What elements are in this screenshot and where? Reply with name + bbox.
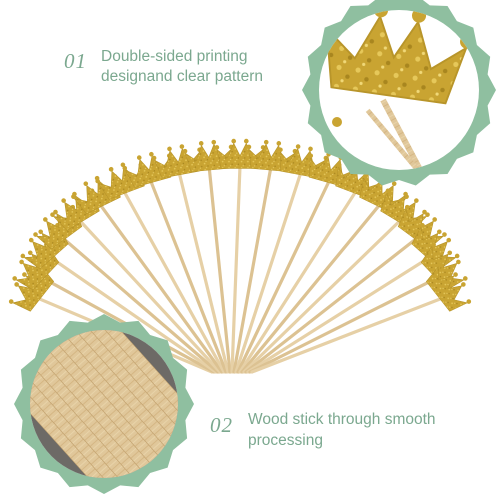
wood-stick [207, 165, 232, 374]
wood-stick [238, 189, 358, 374]
wood-stick [46, 254, 218, 374]
wood-stick [230, 164, 242, 374]
wood-stick [250, 295, 447, 374]
wood-sticks [33, 164, 447, 374]
wood-stick-closeup-badge [14, 314, 194, 494]
wood-stick [148, 178, 228, 374]
feature-number: 01 [64, 49, 87, 73]
feature-text-line-2: processing [248, 432, 323, 449]
wood-stick [232, 165, 273, 374]
wood-stick [122, 189, 226, 374]
wood-stick [244, 235, 420, 374]
wood-stick [177, 170, 230, 374]
wood-stick [242, 217, 403, 374]
wood-stick [77, 217, 222, 374]
wood-stick [98, 202, 224, 374]
feature-text-line-2: designand clear pattern [101, 68, 264, 85]
wood-stick [246, 254, 434, 374]
wood-stick [240, 202, 382, 374]
wood-stick [248, 274, 442, 374]
feature-text-line-1: Wood stick through smooth [248, 411, 436, 428]
wood-stick [234, 170, 303, 374]
feature-number: 02 [210, 413, 233, 437]
wood-stick [236, 178, 332, 374]
crown-closeup-badge [302, 0, 496, 186]
wood-stick [60, 235, 220, 374]
feature-text-line-1: Double-sided printing [101, 48, 248, 65]
